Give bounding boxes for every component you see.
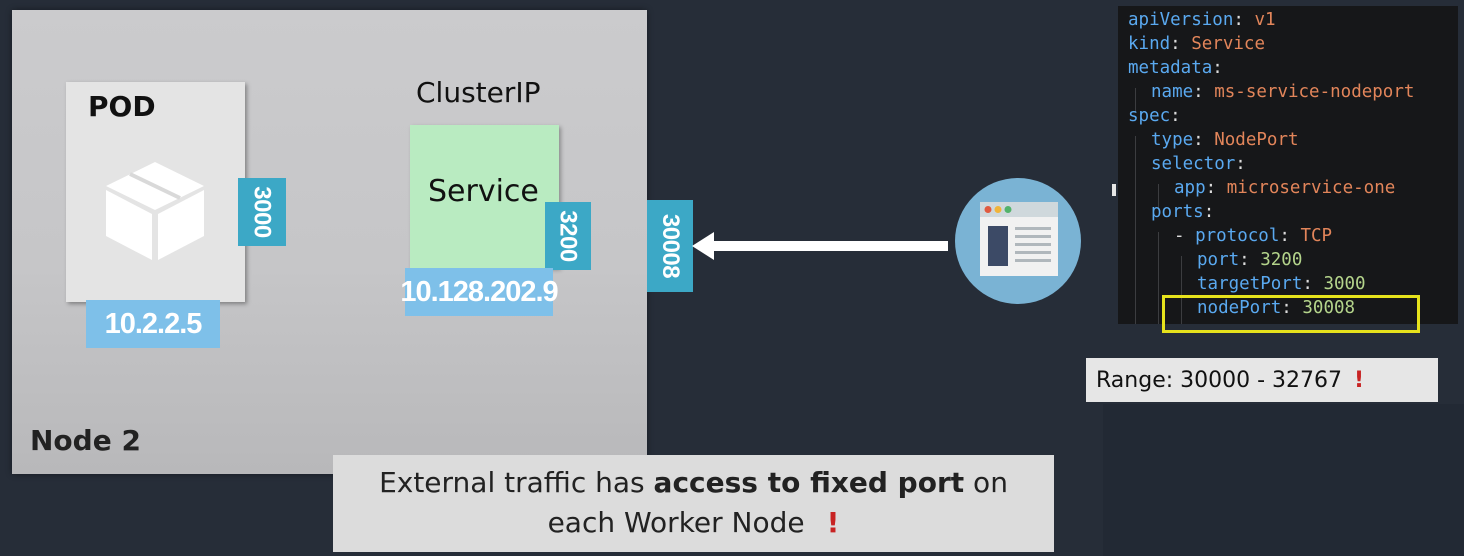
service-ip-badge: 10.128.202.9 [400,268,559,316]
yaml-key: spec [1128,106,1171,126]
yaml-value: microservice-one [1226,178,1396,198]
yaml-value: 3000 [1323,274,1366,294]
pod-port-badge: 3000 [238,178,286,246]
yaml-line: ports: [1151,202,1215,222]
indent-guide [1158,232,1159,324]
arrow-head-icon [692,232,714,260]
yaml-key: type [1151,130,1194,150]
range-note: Range: 30000 - 32767 ! [1086,358,1438,402]
node-label: Node 2 [30,424,141,457]
node-port-value: 30008 [657,213,684,279]
pod-port-value: 3000 [249,186,277,238]
yaml-line: metadata: [1128,58,1223,78]
range-text: Range: 30000 - 32767 [1096,367,1343,393]
indent-guide [1135,88,1136,112]
yaml-key: name [1151,82,1194,102]
side-panel-background [1103,404,1464,556]
yaml-key: kind [1128,34,1171,54]
yaml-key: protocol [1195,226,1280,246]
caption-line-1: External traffic has access to fixed por… [333,463,1054,503]
indent-guide [1181,256,1182,324]
caption-text: each Worker Node [547,506,805,539]
service-port-badge: 3200 [545,202,591,270]
yaml-key: nodePort [1197,298,1282,318]
yaml-key: app [1174,178,1206,198]
caption-text: on [964,466,1008,499]
yaml-line: kind: Service [1128,34,1265,54]
yaml-value: 30008 [1302,298,1356,318]
exclamation-icon: ! [826,506,840,539]
yaml-line: - protocol: TCP [1174,226,1333,246]
yaml-value: v1 [1254,10,1276,30]
indent-guide [1158,184,1159,208]
yaml-code-panel: apiVersion: v1 kind: Service metadata: n… [1118,6,1458,324]
indent-guide [1135,136,1136,324]
yaml-line: spec: [1128,106,1181,126]
browser-window-icon [955,178,1081,304]
node-port-badge: 30008 [647,200,693,292]
nodeport-highlight-box [1162,295,1420,333]
yaml-line: nodePort: 30008 [1197,298,1356,318]
service-box [410,125,559,268]
yaml-value: 3200 [1260,250,1303,270]
service-label: Service [428,174,539,209]
yaml-value: NodePort [1214,130,1299,150]
clusterip-label: ClusterIP [416,76,541,109]
yaml-key: targetPort [1197,274,1303,294]
yaml-value: TCP [1300,226,1333,246]
yaml-line: app: microservice-one [1174,178,1396,198]
exclamation-icon: ! [1354,367,1365,393]
caption-box: External traffic has access to fixed por… [333,455,1054,552]
caption-text: External traffic has [379,466,654,499]
caption-bold-text: access to fixed port [653,466,965,499]
yaml-line: name: ms-service-nodeport [1151,82,1415,102]
divider-mark [1112,184,1116,196]
yaml-line: targetPort: 3000 [1197,274,1366,294]
yaml-value: Service [1191,34,1265,54]
yaml-line: port: 3200 [1197,250,1303,270]
yaml-key: port [1197,250,1240,270]
traffic-arrow-line [708,241,948,251]
pod-label: POD [88,90,156,123]
box-icon [106,162,204,260]
yaml-key: apiVersion [1128,10,1234,30]
yaml-key: metadata [1128,58,1213,78]
yaml-line: apiVersion: v1 [1128,10,1276,30]
caption-line-2: each Worker Node! [333,503,1054,543]
yaml-key: selector [1151,154,1236,174]
yaml-key: ports [1151,202,1204,222]
yaml-value: ms-service-nodeport [1214,82,1415,102]
pod-ip-badge: 10.2.2.5 [86,300,220,348]
service-port-value: 3200 [555,210,583,262]
yaml-line: selector: [1151,154,1246,174]
yaml-line: type: NodePort [1151,130,1299,150]
